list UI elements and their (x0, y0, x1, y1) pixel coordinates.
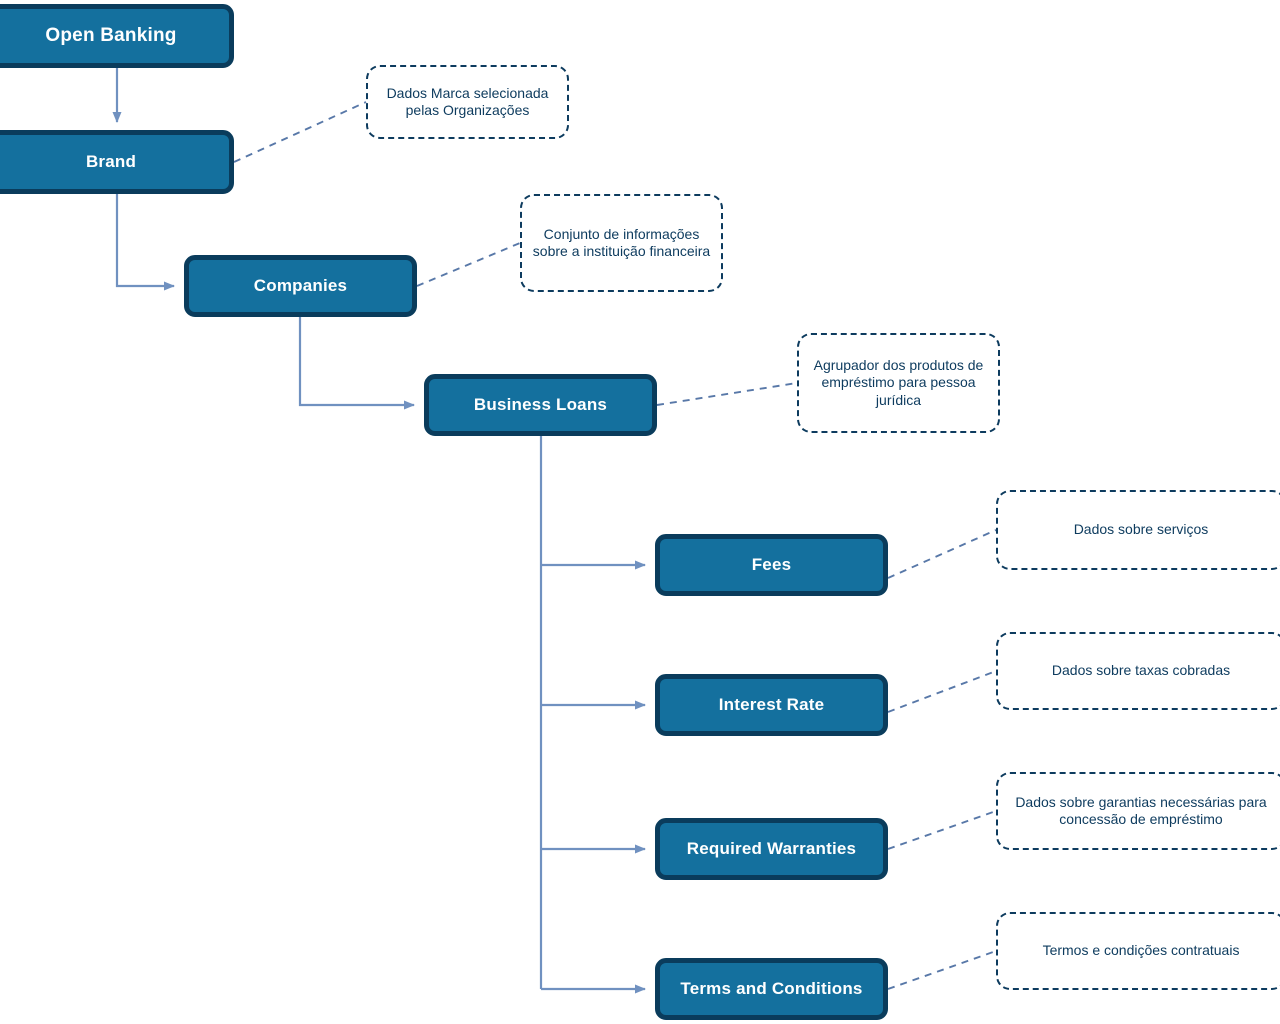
node-fees-label: Fees (751, 555, 792, 574)
note-business-loans: Agrupador dos produtos de empréstimo par… (797, 333, 1000, 433)
node-interest-rate-label: Interest Rate (718, 695, 825, 714)
note-fees-text: Dados sobre serviços (1073, 521, 1209, 538)
edge-note-interest-rate (887, 670, 997, 713)
node-brand[interactable]: Brand (0, 130, 234, 194)
note-interest-rate: Dados sobre taxas cobradas (996, 632, 1280, 710)
node-terms-and-conditions[interactable]: Terms and Conditions (655, 958, 888, 1020)
node-open-banking[interactable]: Open Banking (0, 4, 234, 68)
note-terms-text: Termos e condições contratuais (1042, 942, 1240, 959)
note-interest-rate-text: Dados sobre taxas cobradas (1051, 662, 1231, 679)
note-companies: Conjunto de informações sobre a institui… (520, 194, 723, 292)
note-terms: Termos e condições contratuais (996, 912, 1280, 990)
note-brand: Dados Marca selecionada pelas Organizaçõ… (366, 65, 569, 139)
edge-note-fees (887, 529, 997, 579)
node-fees[interactable]: Fees (655, 534, 888, 596)
edge-brand-companies (115, 194, 175, 291)
edge-note-business-loans (656, 382, 798, 406)
node-terms-and-conditions-label: Terms and Conditions (680, 979, 863, 998)
note-business-loans-text: Agrupador dos produtos de empréstimo par… (813, 357, 984, 408)
note-required-warranties-text: Dados sobre garantias necessárias para c… (1015, 793, 1267, 827)
node-open-banking-label: Open Banking (45, 25, 177, 46)
edge-note-companies (416, 242, 521, 287)
note-required-warranties: Dados sobre garantias necessárias para c… (996, 772, 1280, 850)
edge-note-terms (887, 950, 997, 990)
node-business-loans[interactable]: Business Loans (424, 374, 657, 436)
note-companies-text: Conjunto de informações sobre a institui… (532, 225, 711, 259)
note-fees: Dados sobre serviços (996, 490, 1280, 570)
node-brand-label: Brand (85, 152, 137, 171)
edge-note-required-warranties (887, 810, 997, 850)
edge-companies-business-loans (298, 317, 415, 410)
edge-note-brand (233, 101, 367, 163)
node-business-loans-label: Business Loans (473, 395, 608, 414)
node-interest-rate[interactable]: Interest Rate (655, 674, 888, 736)
note-brand-text: Dados Marca selecionada pelas Organizaçõ… (386, 84, 549, 118)
node-companies[interactable]: Companies (184, 255, 417, 317)
node-companies-label: Companies (253, 276, 348, 295)
node-required-warranties[interactable]: Required Warranties (655, 818, 888, 880)
node-required-warranties-label: Required Warranties (686, 839, 857, 858)
